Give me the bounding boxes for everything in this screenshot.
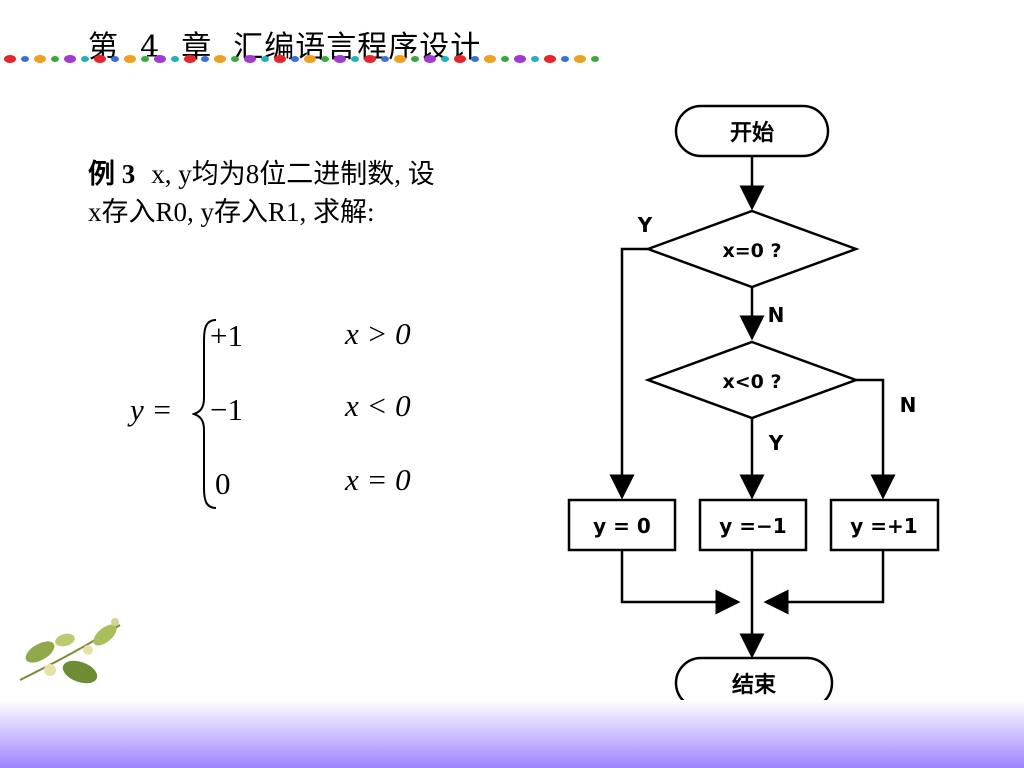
example-line2: x存入R0, y存入R1, 求解: — [88, 197, 375, 227]
box-plus-label: y =+1 — [850, 514, 917, 538]
decorative-dot — [441, 56, 449, 62]
decorative-dot — [381, 56, 389, 62]
decorative-dot — [154, 55, 166, 63]
decorative-dot — [364, 55, 376, 63]
decorative-dot — [214, 55, 226, 63]
decorative-dot — [561, 56, 569, 62]
decision1-label: x=0 ? — [722, 240, 781, 262]
case-value-3: 0 — [215, 466, 231, 501]
decorative-dot — [34, 55, 46, 63]
plant-decoration-icon — [19, 618, 121, 684]
decorative-dot — [334, 55, 346, 63]
decorative-dot — [484, 55, 496, 63]
decorative-dot — [184, 55, 196, 63]
decorative-dot — [591, 56, 599, 62]
decorative-dot — [574, 55, 586, 63]
decorative-dot — [124, 55, 136, 63]
decorative-dot — [501, 56, 509, 62]
decorative-dot — [424, 55, 436, 63]
decorative-dot — [141, 56, 149, 62]
decision1-yes-label: Y — [637, 213, 653, 237]
decorative-dot — [471, 56, 479, 62]
decorative-dot-border — [4, 55, 599, 63]
decorative-dot — [21, 56, 29, 62]
decorative-dot — [244, 55, 256, 63]
example-text: 例 3 x, y均为8位二进制数, 设 x存入R0, y存入R1, 求解: — [88, 155, 548, 231]
box-minus-label: y =−1 — [719, 514, 786, 538]
decorative-dot — [51, 56, 59, 62]
decorative-dot — [454, 55, 466, 63]
example-label: 例 3 — [88, 159, 136, 189]
decorative-dot — [4, 55, 16, 63]
box-zero-label: y = 0 — [593, 514, 651, 538]
decorative-dot — [321, 56, 329, 62]
case-condition-2: x < 0 — [345, 388, 411, 423]
decorative-dot — [261, 56, 269, 62]
decorative-dot — [231, 56, 239, 62]
end-label: 结束 — [732, 672, 777, 698]
decorative-dot — [94, 55, 106, 63]
case-value-2: −1 — [210, 392, 243, 427]
decorative-dot — [544, 55, 556, 63]
box-y-plus-one — [829, 498, 940, 552]
equation-lhs: y = — [130, 392, 173, 427]
decorative-dot — [111, 56, 119, 62]
decision2-yes-label: Y — [768, 431, 784, 455]
decorative-dot — [291, 56, 299, 62]
decorative-dot — [201, 56, 209, 62]
decorative-dot — [351, 56, 359, 62]
decision1-no-label: N — [768, 303, 785, 327]
decision2-label: x<0 ? — [722, 371, 781, 393]
decorative-dot — [514, 55, 526, 63]
decorative-dot — [171, 56, 179, 62]
flowchart: 开始 x=0 ? x<0 ? Y N Y N y = 0 y =−1 y =+1… — [548, 92, 948, 716]
bottom-gradient-band — [0, 700, 1024, 768]
decision2-no-label: N — [900, 393, 917, 417]
decorative-dot — [274, 55, 286, 63]
decorative-dot — [411, 56, 419, 62]
case-condition-1: x > 0 — [345, 316, 411, 351]
decorative-dot — [394, 55, 406, 63]
piecewise-equation: y = +1 x > 0 −1 x < 0 0 x = 0 — [130, 300, 450, 530]
case-value-1: +1 — [210, 318, 243, 353]
decorative-dot — [304, 55, 316, 63]
start-label: 开始 — [730, 120, 774, 146]
decorative-dot — [531, 56, 539, 62]
case-condition-3: x = 0 — [345, 462, 411, 497]
brace-icon — [192, 319, 217, 509]
decorative-dot — [64, 55, 76, 63]
example-line1: x, y均为8位二进制数, 设 — [151, 159, 435, 189]
decorative-dot — [81, 56, 89, 62]
